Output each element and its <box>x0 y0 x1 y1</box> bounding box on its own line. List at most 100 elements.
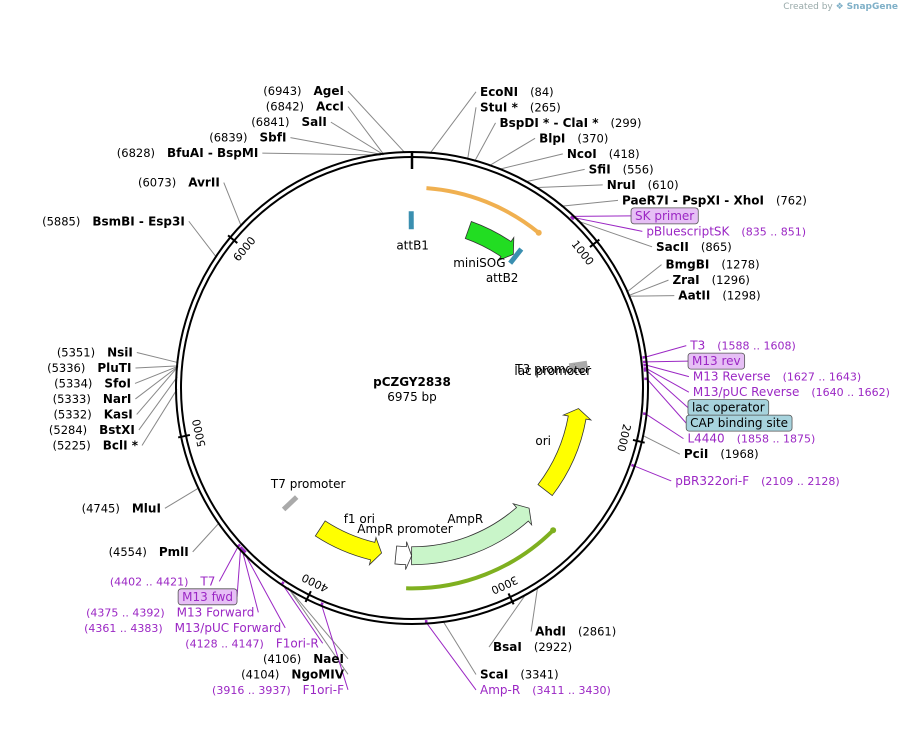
enzyme-nsii[interactable]: NsiI(5351) <box>57 345 133 359</box>
primer-cap-binding-site[interactable]: CAP binding site <box>685 414 793 432</box>
enzyme-sali[interactable]: SalI(6841) <box>251 115 327 129</box>
primer-amp-r[interactable]: Amp-R(3411 .. 3430) <box>480 683 611 697</box>
primer-mark-m13-fwd <box>239 546 244 551</box>
feature-minisog[interactable]: miniSOG <box>453 220 515 270</box>
enzyme-bmgbi[interactable]: BmgBI(1278) <box>666 258 760 272</box>
feature-attb2[interactable]: attB2 <box>486 247 524 285</box>
feature-t7-promoter[interactable]: T7 promoter <box>270 477 346 512</box>
feature-lac-promoter[interactable]: lac promoter <box>514 362 591 378</box>
enzyme-aatii[interactable]: AatII(1298) <box>678 289 760 303</box>
primer-name: F1ori-F <box>303 683 344 697</box>
primer-t7[interactable]: T7(4402 .. 4421) <box>110 574 216 588</box>
feature-ampr[interactable]: AmpR <box>411 503 533 566</box>
feature-ampr-promoter[interactable]: AmpR promoter <box>357 522 453 570</box>
primer-f1ori-r[interactable]: F1ori-R(4128 .. 4147) <box>185 636 318 650</box>
feature-label: AmpR promoter <box>357 522 452 536</box>
primer-pbr322ori-f[interactable]: pBR322ori-F(2109 .. 2128) <box>675 474 840 488</box>
enzyme-avrii[interactable]: AvrII(6073) <box>138 176 220 190</box>
primer-sk-primer[interactable]: SK primer <box>630 207 699 225</box>
enzyme-position: (299) <box>611 116 642 130</box>
enzyme-name: AgeI <box>314 84 344 98</box>
enzyme-position: (84) <box>530 85 554 99</box>
primer-box <box>177 588 238 606</box>
leader-lac-operator <box>645 369 689 409</box>
enzyme-ahdi[interactable]: AhdI(2861) <box>535 625 616 639</box>
feature-ori[interactable]: ori <box>535 408 593 497</box>
enzyme-bsai[interactable]: BsaI(2922) <box>493 640 572 654</box>
primer-l4440[interactable]: L4440(1858 .. 1875) <box>687 432 815 446</box>
orf-arc-1 <box>406 528 555 591</box>
enzyme-ngomiv[interactable]: NgoMIV(4104) <box>241 667 345 681</box>
enzyme-econi[interactable]: EcoNI(84) <box>480 85 554 99</box>
feature-shape <box>537 408 593 497</box>
primer-m13-puc-forward[interactable]: M13/pUC Forward(4361 .. 4383) <box>84 621 281 635</box>
leader-blpi <box>488 137 536 167</box>
enzyme-bcli[interactable]: BclI *(5225) <box>52 438 138 452</box>
enzyme-position: (4745) <box>82 501 120 515</box>
enzyme-blpi[interactable]: BlpI(370) <box>539 131 608 145</box>
enzyme-acci[interactable]: AccI(6842) <box>266 100 344 114</box>
primer-m13-forward[interactable]: M13 Forward(4375 .. 4392) <box>86 605 254 619</box>
enzyme-ncoi[interactable]: NcoI(418) <box>567 147 640 161</box>
enzyme-position: (762) <box>776 193 807 207</box>
primer-mark-f1ori-r <box>280 581 285 586</box>
enzyme-position: (6839) <box>209 131 247 145</box>
enzyme-bstxi[interactable]: BstXI(5284) <box>49 423 135 437</box>
primer-pbluescriptsk[interactable]: pBluescriptSK(835 .. 851) <box>646 224 806 238</box>
enzyme-position: (865) <box>701 240 732 254</box>
enzyme-pcii[interactable]: PciI(1968) <box>684 447 759 461</box>
primer-t3[interactable]: T3(1588 .. 1608) <box>689 339 796 353</box>
enzyme-name: StuI * <box>480 100 519 114</box>
primer-mark-t7 <box>237 543 241 548</box>
primer-lac-operator[interactable]: lac operator <box>687 399 770 417</box>
leader-sk-primer <box>572 215 632 217</box>
tick-label-2000: 2000 <box>614 423 633 453</box>
primer-m13-rev[interactable]: M13 rev <box>687 352 746 370</box>
leader-pmli <box>192 522 220 553</box>
feature-f1-ori[interactable]: f1 ori <box>314 512 383 566</box>
leader-sfii <box>524 168 585 183</box>
leader-cap-binding-site <box>646 378 687 424</box>
enzyme-name: BspDI * - ClaI * <box>500 116 600 130</box>
enzyme-kasi[interactable]: KasI(5332) <box>53 407 132 421</box>
primer-m13-fwd[interactable]: M13 fwd <box>177 588 238 606</box>
primer-m13-puc-reverse[interactable]: M13/pUC Reverse(1640 .. 1662) <box>693 385 890 399</box>
enzyme-agei[interactable]: AgeI(6943) <box>263 84 344 98</box>
feature-attb1[interactable]: attB1 <box>396 211 429 253</box>
enzyme-scai[interactable]: ScaI(3341) <box>480 667 559 681</box>
enzyme-naei[interactable]: NaeI(4106) <box>263 652 344 666</box>
enzyme-sbfi[interactable]: SbfI(6839) <box>209 131 286 145</box>
enzyme-name: BsaI <box>493 640 522 654</box>
leader-m13-fwd <box>236 548 242 597</box>
primer-name: M13 Reverse <box>693 370 771 384</box>
primer-f1ori-f[interactable]: F1ori-F(3916 .. 3937) <box>212 683 344 697</box>
enzyme-sacii[interactable]: SacII(865) <box>656 240 732 254</box>
enzyme-sfii[interactable]: SfiI(556) <box>589 162 654 176</box>
enzyme-bfuai-bspmi[interactable]: BfuAI - BspMI(6828) <box>117 146 259 160</box>
primer-m13-reverse[interactable]: M13 Reverse(1627 .. 1643) <box>693 370 861 384</box>
enzyme-name: NcoI <box>567 147 597 161</box>
enzyme-zrai[interactable]: ZraI(1296) <box>672 273 749 287</box>
tick-6000 <box>227 234 238 244</box>
enzyme-name: BlpI <box>539 131 565 145</box>
leader-naei <box>287 587 349 660</box>
enzyme-nari[interactable]: NarI(5333) <box>53 392 132 406</box>
enzyme-pmli[interactable]: PmlI(4554) <box>109 545 189 559</box>
leader-t7 <box>218 546 239 582</box>
enzyme-sfoi[interactable]: SfoI(5334) <box>54 376 131 390</box>
enzyme-bspdi-clai[interactable]: BspDI * - ClaI * (299) <box>500 116 642 130</box>
leader-kasi <box>136 366 179 415</box>
leader-avrii <box>223 182 242 227</box>
enzyme-bsmbi-esp3i[interactable]: BsmBI - Esp3I(5885) <box>42 214 185 228</box>
primer-name: M13/pUC Forward <box>175 621 282 635</box>
enzyme-pluti[interactable]: PluTI(5336) <box>47 361 131 375</box>
enzyme-mlui[interactable]: MluI(4745) <box>82 501 161 515</box>
leader-ncoi <box>498 153 563 170</box>
enzyme-position: (556) <box>623 162 654 176</box>
leader-mlui <box>164 487 200 509</box>
enzyme-stui[interactable]: StuI *(265) <box>480 100 561 114</box>
enzyme-name: NsiI <box>107 345 133 359</box>
enzyme-position: (5333) <box>53 392 91 406</box>
enzyme-nrui[interactable]: NruI(610) <box>607 178 679 192</box>
enzyme-paer7i-pspxi-xhoi[interactable]: PaeR7I - PspXI - XhoI(762) <box>622 193 807 207</box>
